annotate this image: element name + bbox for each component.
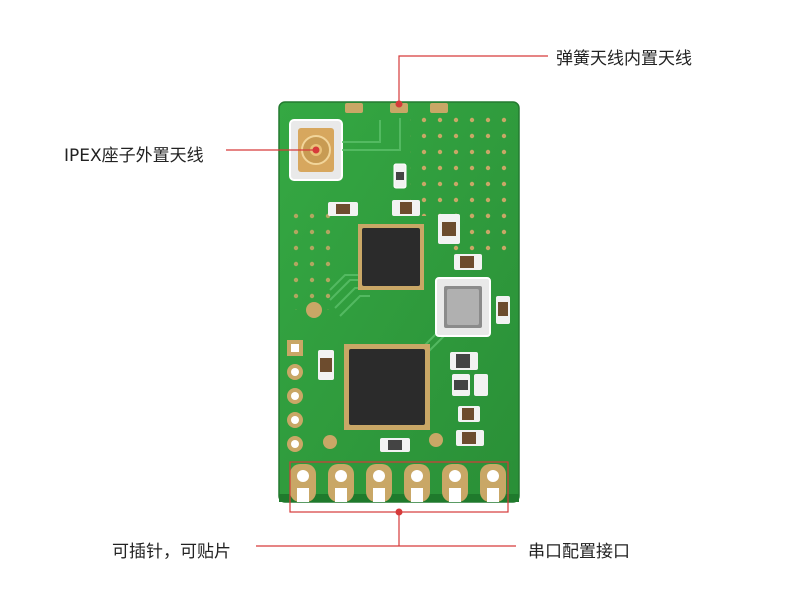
smd-components (318, 163, 510, 452)
via-grid-right (450, 212, 512, 258)
callout-spring-line (398, 55, 548, 104)
via-grid-left (286, 210, 332, 310)
left-pin-column (287, 340, 303, 452)
ipex-antenna-label: IPEX座子外置天线 (64, 146, 204, 166)
top-edge-pads (345, 103, 448, 113)
bottom-uart-pins (290, 464, 506, 502)
mcu-chip-lower (344, 344, 430, 430)
callout-bottom-dot (395, 508, 403, 516)
rf-chip-upper (358, 224, 424, 290)
callout-ipex-dot (312, 146, 320, 154)
spring-antenna-label: 弹簧天线内置天线 (556, 49, 692, 69)
pin-option-label: 可插针，可贴片 (112, 542, 231, 562)
via-grid-upper (410, 116, 510, 216)
callout-lines (226, 55, 548, 547)
uart-interface-label: 串口配置接口 (528, 542, 630, 562)
callout-spring-dot (395, 100, 403, 108)
test-pads (306, 302, 443, 449)
crystal-oscillator (435, 277, 491, 337)
